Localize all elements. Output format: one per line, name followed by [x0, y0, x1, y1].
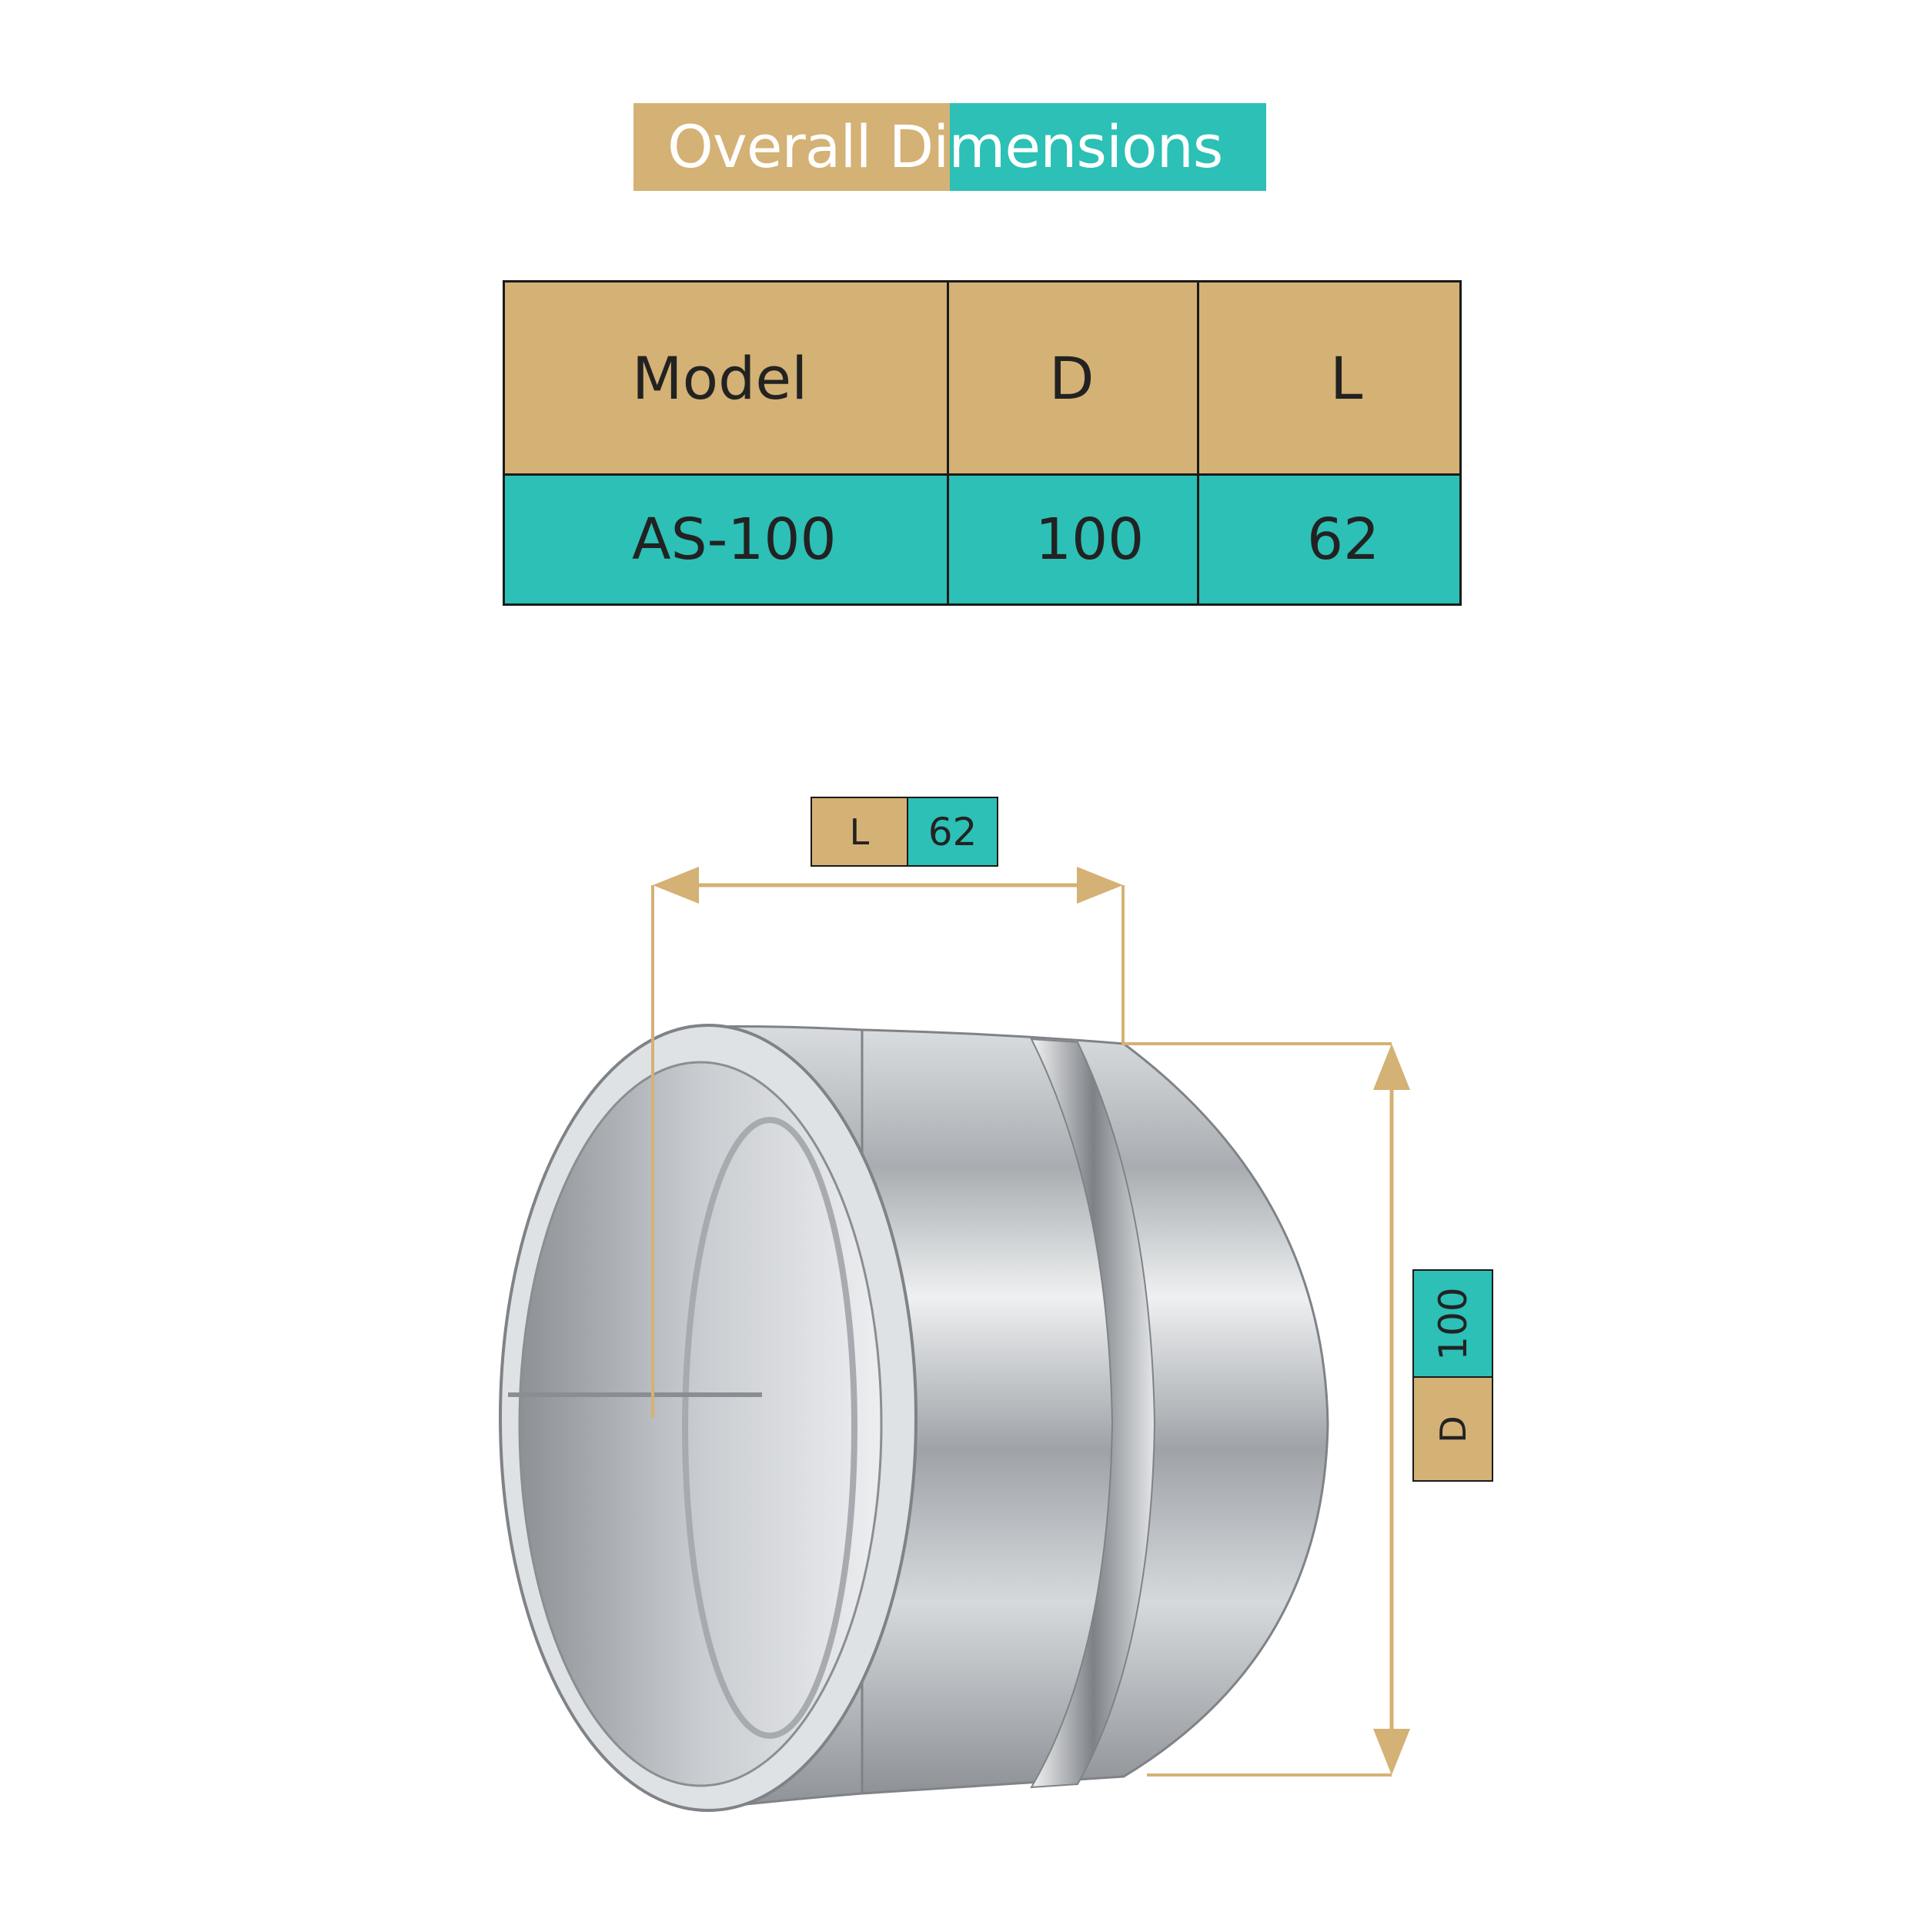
title-banner: Overall Dimensions [633, 103, 1266, 191]
coupler-inner [518, 1061, 883, 1787]
header-d: D [947, 280, 1199, 476]
coupler-inner-ring [682, 1117, 857, 1739]
diameter-dimension [1147, 1044, 1410, 1777]
length-label: L 62 [811, 797, 998, 867]
header-model: Model [503, 280, 949, 476]
diameter-label: 100 D [1412, 1269, 1493, 1482]
length-dimension [651, 867, 1392, 1418]
coupler-groove [1030, 1038, 1156, 1789]
cell-l: 62 [1197, 473, 1462, 606]
coupler-body-right [861, 1028, 1329, 1795]
table-row: AS-100 100 62 [503, 473, 1462, 606]
length-key: L [812, 798, 907, 865]
diameter-key: D [1432, 1415, 1474, 1443]
cell-model: AS-100 [503, 473, 949, 606]
dimensions-table: Model D L AS-100 100 62 [503, 280, 1462, 606]
diameter-value: 100 [1430, 1286, 1476, 1361]
table-header-row: Model D L [503, 280, 1462, 476]
header-l: L [1197, 280, 1462, 476]
cell-d: 100 [947, 473, 1199, 606]
length-value: 62 [907, 798, 997, 865]
page-title: Overall Dimensions [667, 112, 1223, 181]
